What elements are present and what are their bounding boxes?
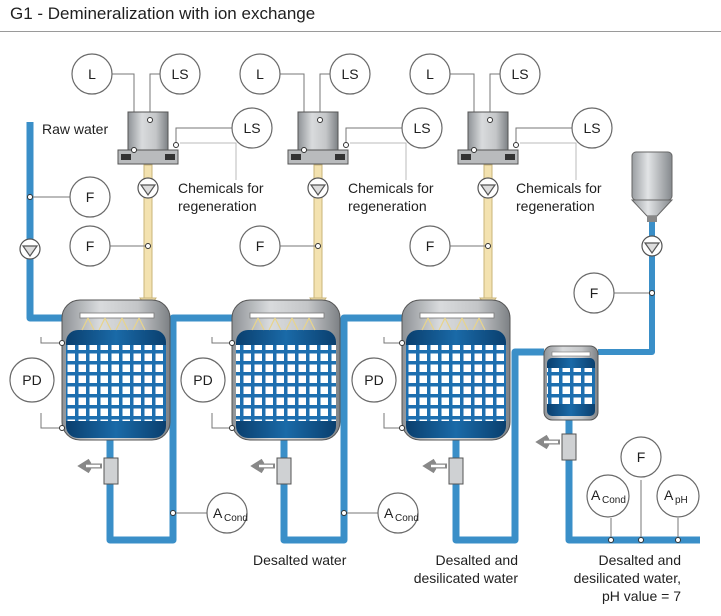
pump-raw-water-icon bbox=[19, 238, 41, 260]
flow-meter-chem-2: F bbox=[239, 225, 281, 267]
desilicated-label-2: desilicated water bbox=[414, 570, 519, 586]
level-sensor-2: L bbox=[239, 53, 281, 95]
svg-text:A: A bbox=[384, 505, 394, 521]
conductivity-analyzer-final: A Cond bbox=[586, 474, 630, 518]
flow-meter-final: F bbox=[620, 436, 662, 478]
svg-text:LS: LS bbox=[583, 120, 600, 136]
ion-exchange-tank-2 bbox=[229, 299, 341, 441]
svg-text:F: F bbox=[256, 238, 265, 254]
final-label-3: pH value = 7 bbox=[602, 588, 681, 604]
svg-text:pH: pH bbox=[675, 495, 688, 506]
regeneration-unit-1 bbox=[117, 111, 179, 165]
level-switch-3b: LS bbox=[571, 107, 613, 149]
svg-text:LS: LS bbox=[171, 66, 188, 82]
pump-chemical-1-icon bbox=[137, 177, 159, 199]
pump-hopper-icon bbox=[641, 235, 663, 257]
pumps bbox=[19, 177, 663, 260]
conductivity-analyzer-1: A Cond bbox=[206, 492, 248, 534]
flow-meter-hopper: F bbox=[573, 272, 615, 314]
svg-text:L: L bbox=[426, 66, 434, 82]
chemicals-label-2b: regeneration bbox=[348, 198, 427, 214]
level-sensor-3: L bbox=[409, 53, 451, 95]
pipe-tank2-to-tank3 bbox=[280, 314, 402, 544]
level-switch-1b: LS bbox=[231, 107, 273, 149]
svg-text:F: F bbox=[86, 238, 95, 254]
regeneration-unit-2 bbox=[287, 111, 349, 165]
ph-analyzer-final: A pH bbox=[656, 474, 700, 518]
level-switch-1a: LS bbox=[159, 53, 201, 95]
junction-points bbox=[27, 194, 681, 543]
svg-text:F: F bbox=[86, 189, 95, 205]
pump-chemical-3-icon bbox=[477, 177, 499, 199]
drain-valve-3 bbox=[422, 457, 464, 485]
svg-text:LS: LS bbox=[511, 66, 528, 82]
svg-text:A: A bbox=[213, 505, 223, 521]
svg-text:PD: PD bbox=[193, 372, 212, 388]
pressure-diff-3: PD bbox=[351, 357, 397, 403]
final-label-1: Desalted and bbox=[598, 552, 681, 568]
svg-text:PD: PD bbox=[364, 372, 383, 388]
chemicals-label-2a: Chemicals for bbox=[348, 180, 434, 196]
hopper-dosing-pipe bbox=[598, 220, 655, 355]
svg-text:F: F bbox=[637, 449, 646, 465]
pipe-tank1-to-tank2 bbox=[106, 314, 232, 544]
raw-water-pipe bbox=[26, 122, 62, 322]
level-switch-2a: LS bbox=[329, 53, 371, 95]
conductivity-analyzer-2: A Cond bbox=[377, 492, 419, 534]
final-label-2: desilicated water, bbox=[574, 570, 681, 586]
raw-water-label: Raw water bbox=[42, 121, 108, 137]
level-switch-2b: LS bbox=[401, 107, 443, 149]
ion-exchange-tank-1 bbox=[59, 299, 171, 441]
svg-text:Cond: Cond bbox=[224, 513, 248, 524]
svg-text:Cond: Cond bbox=[395, 513, 419, 524]
polishing-tank bbox=[543, 345, 599, 421]
svg-text:LS: LS bbox=[243, 120, 260, 136]
level-sensor-1: L bbox=[71, 53, 113, 95]
chemicals-label-1a: Chemicals for bbox=[178, 180, 264, 196]
chemicals-label-3b: regeneration bbox=[516, 198, 595, 214]
flow-meter-chem-1: F bbox=[69, 225, 111, 267]
level-switch-3a: LS bbox=[499, 53, 541, 95]
ion-exchange-tank-3 bbox=[399, 299, 511, 441]
pressure-diff-1: PD bbox=[9, 357, 55, 403]
drain-valves bbox=[77, 433, 577, 485]
chemicals-label-3a: Chemicals for bbox=[516, 180, 602, 196]
svg-text:LS: LS bbox=[413, 120, 430, 136]
regeneration-unit-3 bbox=[457, 111, 519, 165]
pipe-tank3-to-polisher bbox=[452, 348, 544, 544]
signal-lines bbox=[30, 73, 679, 540]
diagram-title: G1 - Demineralization with ion exchange bbox=[10, 4, 316, 23]
flow-meter-chem-3: F bbox=[409, 225, 451, 267]
svg-text:L: L bbox=[88, 66, 96, 82]
svg-text:F: F bbox=[590, 285, 599, 301]
svg-text:PD: PD bbox=[22, 372, 41, 388]
drain-valve-2 bbox=[250, 457, 292, 485]
title-divider bbox=[0, 31, 721, 32]
svg-text:Cond: Cond bbox=[602, 495, 626, 506]
svg-text:LS: LS bbox=[341, 66, 358, 82]
pump-chemical-2-icon bbox=[307, 177, 329, 199]
drain-valve-1 bbox=[77, 457, 119, 485]
svg-text:F: F bbox=[426, 238, 435, 254]
svg-text:A: A bbox=[591, 487, 601, 503]
svg-text:A: A bbox=[664, 487, 674, 503]
svg-text:L: L bbox=[256, 66, 264, 82]
instruments: L LS LS F F PD L LS LS F PD L LS LS F PD… bbox=[9, 53, 700, 534]
flow-meter-raw: F bbox=[69, 176, 111, 218]
desalted-water-label: Desalted water bbox=[253, 552, 347, 568]
desilicated-label-1: Desalted and bbox=[435, 552, 518, 568]
chemicals-label-1b: regeneration bbox=[178, 198, 257, 214]
text-labels: Raw water Chemicals for regeneration Che… bbox=[42, 121, 681, 604]
drain-valve-4 bbox=[535, 433, 577, 461]
chemical-hopper bbox=[630, 151, 674, 222]
pressure-diff-2: PD bbox=[180, 357, 226, 403]
